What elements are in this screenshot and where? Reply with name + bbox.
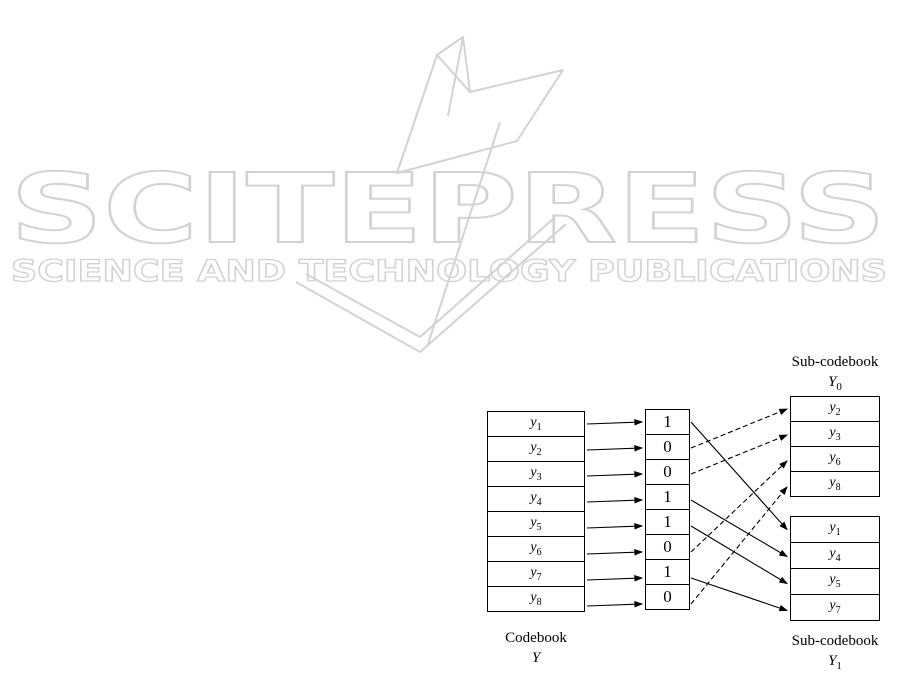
bit-cell: 0 — [645, 434, 690, 460]
subcodebook-y0-caption-text: Sub-codebook — [791, 354, 879, 370]
entry-symbol: y — [530, 414, 537, 430]
subcodebook-y1-caption-symbol: Y — [828, 652, 837, 669]
entry-symbol: y — [530, 464, 537, 480]
codebook-entry: y5 — [487, 511, 585, 537]
subcodebook-entry: y3 — [790, 421, 880, 447]
bit-cell: 1 — [645, 484, 690, 510]
subcodebook-entry: y6 — [790, 446, 880, 472]
entry-symbol: y — [829, 474, 836, 490]
ribbon-diagonal-shape — [427, 121, 501, 345]
subcodebook-entry: y4 — [790, 542, 880, 569]
bit-cell: 0 — [645, 534, 690, 560]
subcodebook-y0-caption-symbol: Y — [828, 373, 837, 390]
codebook-to-bit-arrow — [586, 418, 644, 426]
entry-symbol: y — [829, 424, 836, 440]
codebook-to-bit-arrow — [586, 548, 644, 556]
subcodebook-y1-caption-text: Sub-codebook — [791, 633, 879, 649]
entry-subscript: 1 — [536, 421, 542, 433]
scitepress-watermark: SCITEPRESS SCIENCE AND TECHNOLOGY PUBLIC… — [9, 36, 888, 353]
entry-symbol: y — [829, 572, 836, 588]
bit-cell: 1 — [645, 409, 690, 435]
entry-symbol: y — [829, 520, 836, 536]
codebook-entry: y8 — [487, 586, 585, 612]
bit-to-y0-dashed-arrow — [690, 408, 789, 449]
bit-to-y1-solid-arrow — [690, 421, 788, 531]
subcodebook-y1-caption: Sub-codebook Y1 — [778, 632, 892, 673]
codebook-entry: y2 — [487, 436, 585, 462]
entry-symbol: y — [829, 399, 836, 415]
bit-to-y1-solid-arrow — [690, 525, 788, 585]
entry-subscript: 8 — [536, 596, 542, 608]
subcodebook-entry: y2 — [790, 396, 880, 422]
codebook-to-bit-arrow — [586, 574, 644, 582]
subcodebook-entry: y8 — [790, 471, 880, 497]
entry-symbol: y — [829, 449, 836, 465]
bit-to-y1-solid-arrow — [690, 577, 789, 612]
codebook-caption-text: Codebook — [505, 630, 567, 646]
entry-subscript: 4 — [835, 552, 841, 564]
codebook-entry: y7 — [487, 561, 585, 587]
subcodebook-y0-column: y2 y3 y6 y8 — [790, 396, 880, 497]
watermark-title: SCITEPRESS — [10, 153, 886, 265]
bit-to-y0-dashed-arrow — [690, 460, 788, 553]
codebook-to-bit-arrow — [586, 522, 644, 530]
codebook-entry: y3 — [487, 461, 585, 487]
entry-subscript: 7 — [536, 571, 542, 583]
codebook-entry: y4 — [487, 486, 585, 512]
entry-subscript: 3 — [835, 431, 841, 443]
entry-subscript: 7 — [835, 604, 841, 616]
entry-symbol: y — [530, 564, 537, 580]
subcodebook-entry: y5 — [790, 568, 880, 595]
entry-subscript: 6 — [536, 546, 542, 558]
paper-plane-logo-shape — [396, 36, 564, 174]
subcodebook-y0-caption-subscript: 0 — [836, 380, 842, 393]
entry-symbol: y — [530, 589, 537, 605]
subcodebook-y0-caption: Sub-codebook Y0 — [778, 353, 892, 394]
bit-vector-column: 1 0 0 1 1 0 1 0 — [645, 409, 690, 610]
entry-subscript: 6 — [835, 456, 841, 468]
subcodebook-y1-caption-subscript: 1 — [836, 659, 842, 672]
entry-symbol: y — [530, 539, 537, 555]
codebook-column: y1 y2 y3 y4 y5 y6 y7 y8 — [487, 411, 585, 612]
entry-subscript: 4 — [536, 496, 542, 508]
entry-symbol: y — [530, 489, 537, 505]
codebook-entry: y6 — [487, 536, 585, 562]
entry-subscript: 1 — [835, 526, 841, 538]
codebook-caption: Codebook Y — [487, 629, 585, 668]
entry-subscript: 2 — [835, 406, 841, 418]
subcodebook-entry: y1 — [790, 516, 880, 543]
bit-to-y0-dashed-arrow — [690, 434, 789, 475]
entry-symbol: y — [530, 514, 537, 530]
bit-cell: 1 — [645, 509, 690, 535]
entry-subscript: 3 — [536, 471, 542, 483]
codebook-caption-symbol: Y — [531, 649, 541, 666]
subcodebook-y1-column: y1 y4 y5 y7 — [790, 516, 880, 621]
entry-symbol: y — [829, 546, 836, 562]
subcodebook-entry: y7 — [790, 594, 880, 621]
codebook-to-bit-arrow — [586, 496, 644, 504]
codebook-entry: y1 — [487, 411, 585, 437]
swoosh-shape — [295, 218, 567, 353]
bit-cell: 0 — [645, 459, 690, 485]
paper-plane-fold-line — [436, 36, 471, 117]
entry-subscript: 5 — [835, 578, 841, 590]
entry-symbol: y — [829, 598, 836, 614]
entry-subscript: 5 — [536, 521, 542, 533]
bit-to-y0-dashed-arrow — [690, 486, 788, 605]
watermark-subtitle: SCIENCE AND TECHNOLOGY PUBLICATIONS — [11, 254, 887, 288]
codebook-to-bit-arrow — [586, 444, 644, 452]
entry-subscript: 2 — [536, 446, 542, 458]
bit-to-y1-solid-arrow — [690, 499, 788, 558]
entry-subscript: 8 — [835, 481, 841, 493]
codebook-to-bit-arrow — [586, 470, 644, 478]
codebook-to-bit-arrow — [586, 600, 644, 608]
entry-symbol: y — [530, 439, 537, 455]
bit-cell: 1 — [645, 559, 690, 585]
bit-cell: 0 — [645, 584, 690, 610]
